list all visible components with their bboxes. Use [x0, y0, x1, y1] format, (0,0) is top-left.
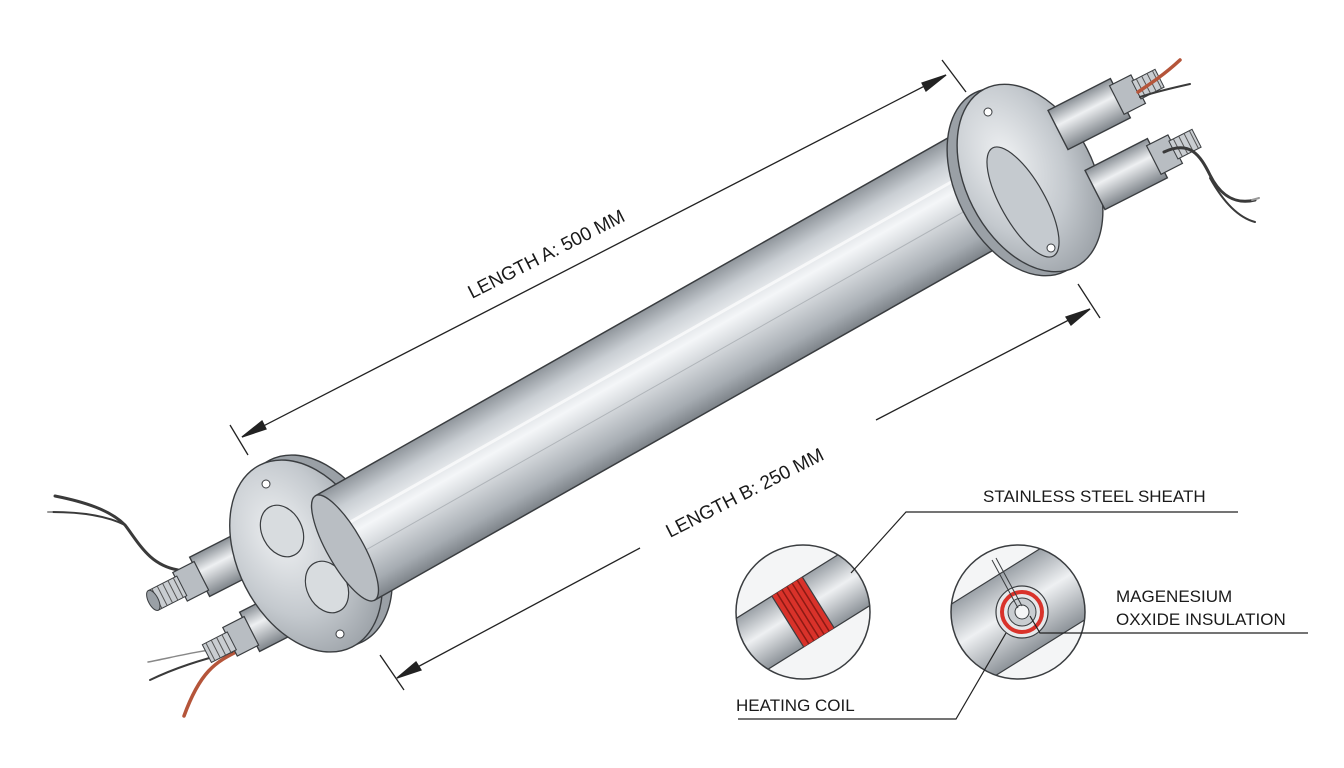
length-a-label: LENGTH A: 500 MM — [465, 206, 629, 303]
heating-coil-label: HEATING COIL — [736, 696, 855, 715]
insulation-label-line2: OXXIDE INSULATION — [1116, 610, 1286, 629]
right-lead-wires — [1136, 58, 1260, 223]
dimension-length-a — [229, 59, 967, 456]
callout-lines — [738, 511, 1308, 720]
insulation-label-line1: MAGENESIUM — [1116, 587, 1232, 606]
inset-cross-section — [950, 544, 1086, 680]
left-lead-wires — [47, 494, 242, 718]
right-terminal-lower — [1084, 128, 1202, 211]
sheath-label: STAINLESS STEEL SHEATH — [983, 487, 1206, 506]
right-terminal-upper — [1047, 68, 1165, 151]
dimension-length-b — [379, 283, 1101, 691]
inset-heating-coil — [735, 544, 871, 680]
length-b-label: LENGTH B: 250 MM — [663, 445, 828, 543]
